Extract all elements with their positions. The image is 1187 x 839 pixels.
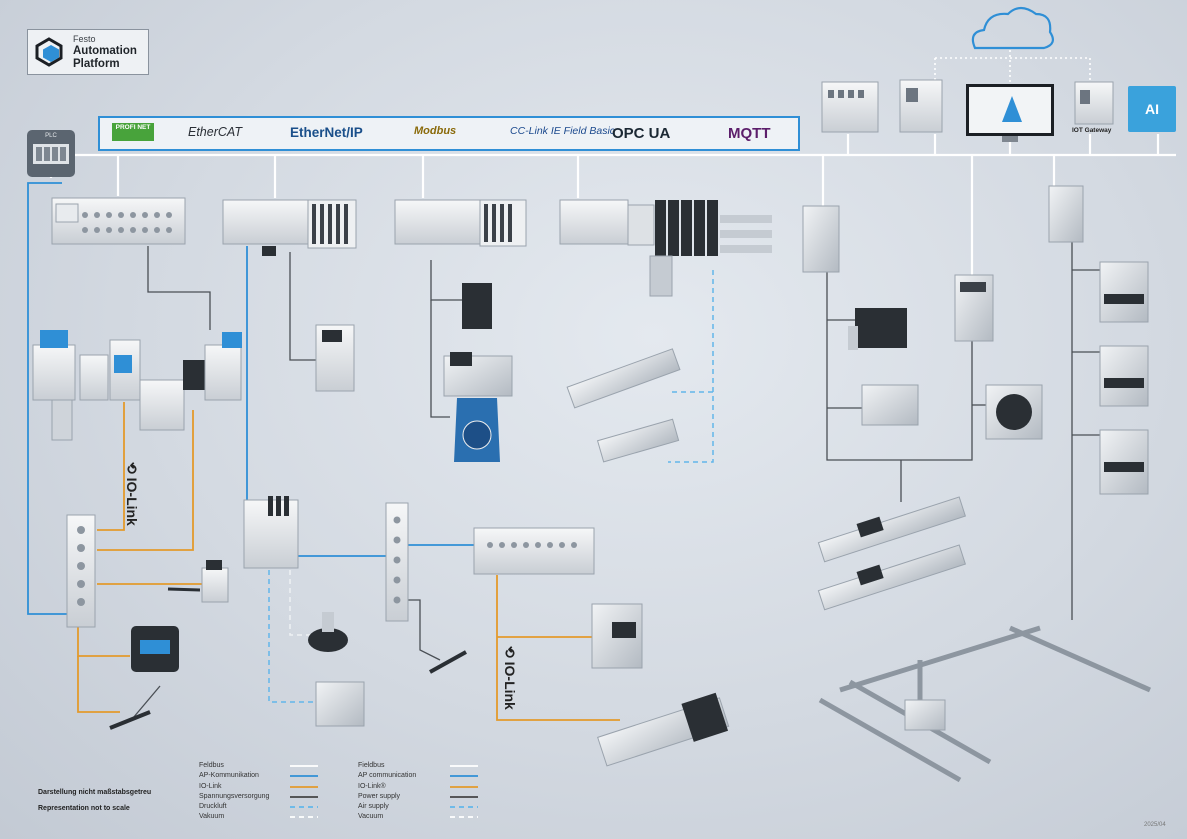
proportional-valve bbox=[462, 283, 492, 329]
iolink-logo-icon: ⟲ bbox=[502, 646, 518, 662]
legend-de-fieldbus: Feldbus bbox=[199, 762, 224, 769]
controller-device-2 bbox=[899, 79, 943, 133]
linear-axis-1 bbox=[817, 496, 967, 563]
legend-de-ap: AP-Kommunikation bbox=[199, 772, 259, 779]
vacuum-gripper bbox=[308, 612, 348, 652]
power-lines bbox=[132, 230, 1106, 719]
servo-motor-3 bbox=[985, 384, 1043, 440]
protocol-modbus: Modbus bbox=[414, 125, 457, 137]
remote-io-terminal-1 bbox=[51, 197, 186, 245]
electric-slide-2 bbox=[596, 418, 680, 463]
process-valve-actuator bbox=[443, 352, 513, 462]
servo-drive-1 bbox=[802, 205, 840, 273]
controller-cpx bbox=[243, 496, 299, 569]
ap-communication-lines bbox=[27, 182, 476, 615]
iot-gateway-label: IOT Gateway bbox=[1072, 127, 1112, 134]
remote-io-terminal-2 bbox=[222, 199, 357, 256]
iolink-lines bbox=[77, 402, 620, 721]
integrated-drive-3 bbox=[1099, 429, 1149, 495]
controller-device-1 bbox=[821, 81, 879, 133]
iolink-label-right: ⟲ IO-Link bbox=[502, 646, 518, 710]
plc-rack-icon bbox=[33, 144, 69, 164]
air-supply-lines bbox=[268, 270, 714, 703]
sensor-probe bbox=[109, 710, 151, 730]
iolink-logo-icon: ⟲ bbox=[124, 462, 140, 478]
vacuum-lines bbox=[289, 570, 313, 636]
scale-note-en: Representation not to scale bbox=[38, 805, 130, 812]
integrated-drive-2 bbox=[1099, 345, 1149, 407]
legend-de-iolink: IO-Link bbox=[199, 783, 222, 790]
scale-note-de: Darstellung nicht maßstabsgetreu bbox=[38, 789, 152, 796]
gantry-carriage bbox=[904, 699, 946, 731]
electric-gripper bbox=[591, 603, 643, 669]
legend-de-air: Druckluft bbox=[199, 803, 227, 810]
protocol-ethernetip: EtherNet/IP bbox=[290, 125, 363, 140]
io-hub-vertical bbox=[385, 502, 409, 622]
gantry-system bbox=[818, 625, 1152, 783]
protocol-opcua: OPC UA bbox=[612, 125, 671, 142]
gripper bbox=[315, 681, 365, 727]
valve-small bbox=[201, 560, 229, 603]
pressure-sensor-display bbox=[131, 626, 179, 672]
iolink-master-right bbox=[473, 527, 595, 575]
date-stamp: 2025/04 bbox=[1144, 822, 1166, 828]
brand-name: Festo bbox=[73, 34, 96, 44]
cloud-links bbox=[934, 50, 1091, 82]
legend-en-fieldbus: Fieldbus bbox=[358, 762, 385, 769]
sensor-probe-2 bbox=[429, 650, 467, 674]
iot-gateway-device bbox=[1074, 81, 1114, 125]
legend-line-samples bbox=[290, 765, 478, 818]
remote-io-terminal-3 bbox=[394, 199, 527, 247]
valve-terminal bbox=[559, 199, 772, 297]
plc-box: PLC bbox=[27, 130, 75, 177]
integrated-drive-1 bbox=[1099, 261, 1149, 323]
legend-en-air: Air supply bbox=[358, 803, 389, 810]
legend-en-vacuum: Vacuum bbox=[358, 813, 384, 820]
servo-motor-1 bbox=[848, 308, 907, 350]
legend-en-iolink: IO-Link® bbox=[358, 783, 386, 790]
cloud-icon bbox=[971, 6, 1054, 50]
electric-slide-1 bbox=[566, 348, 681, 409]
flow-sensor bbox=[315, 324, 355, 392]
protocol-cclink: CC-Link IE Field Basic bbox=[510, 125, 616, 137]
servo-drive-3 bbox=[1048, 185, 1084, 243]
legend-en-ap: AP communication bbox=[358, 772, 417, 779]
protocol-mqtt: MQTT bbox=[728, 125, 771, 142]
sensor-cable-1 bbox=[167, 587, 201, 592]
service-unit-left bbox=[32, 330, 242, 441]
festo-logo: Festo Automation Platform bbox=[27, 29, 149, 75]
linear-axis-2 bbox=[817, 544, 967, 611]
ai-chip-icon: AI bbox=[1128, 86, 1176, 132]
brand-title-1: Automation bbox=[73, 45, 137, 57]
iolink-master-left bbox=[66, 514, 96, 628]
iolink-label-left: ⟲ IO-Link bbox=[124, 462, 140, 526]
protocol-profinet: PROFI NET bbox=[112, 123, 154, 141]
electric-cylinder bbox=[597, 692, 730, 767]
brand-title-2: Platform bbox=[73, 58, 120, 70]
monitor bbox=[966, 84, 1054, 142]
servo-motor-2 bbox=[861, 384, 919, 426]
servo-drive-2 bbox=[954, 274, 994, 342]
legend-de-vacuum: Vakuum bbox=[199, 813, 225, 820]
legend-en-power: Power supply bbox=[358, 793, 401, 800]
protocol-bar: PROFI NET EtherCAT EtherNet/IP Modbus CC… bbox=[98, 116, 800, 151]
logo-hexagon-icon bbox=[35, 37, 63, 67]
plc-label: PLC bbox=[45, 133, 57, 139]
legend-de-power: Spannungsversorgung bbox=[199, 793, 270, 800]
protocol-ethercat: EtherCAT bbox=[188, 125, 242, 139]
ai-label: AI bbox=[1145, 101, 1159, 117]
